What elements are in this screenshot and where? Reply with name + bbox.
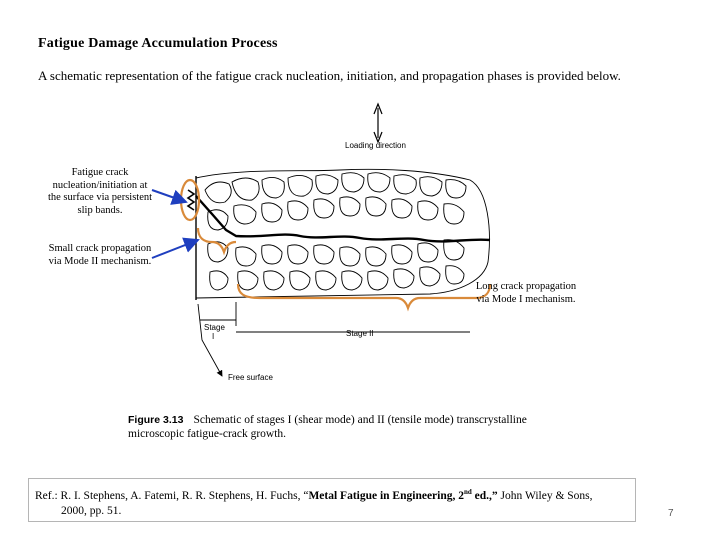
small-crack-arrow bbox=[151, 237, 200, 259]
stage-1-label: Stage I bbox=[204, 323, 227, 341]
figure-number: Figure 3.13 bbox=[128, 414, 184, 426]
reference-book-title: Metal Fatigue in Engineering, 2nd ed.,” bbox=[308, 488, 498, 502]
reference-prefix: Ref.: R. I. Stephens, A. Fatemi, R. R. S… bbox=[35, 489, 309, 502]
nucleation-callout: Fatigue crack nucleation/initiation at t… bbox=[47, 167, 153, 216]
slip-band-zigzag bbox=[186, 189, 196, 211]
grain-structure bbox=[195, 168, 490, 299]
page-number: 7 bbox=[668, 508, 674, 519]
free-surface-label: Free surface bbox=[228, 373, 273, 382]
small-crack-bracket bbox=[196, 227, 237, 256]
reference-year-pages: 2000, pp. 51. bbox=[61, 504, 122, 517]
figure-caption-text: Schematic of stages I (shear mode) and I… bbox=[128, 414, 527, 440]
stage-2-label: Stage II bbox=[346, 329, 374, 338]
reference-box: Ref.: R. I. Stephens, A. Fatemi, R. R. S… bbox=[28, 478, 636, 522]
crack-path bbox=[195, 195, 491, 243]
loading-direction-label: Loading direction bbox=[345, 141, 406, 150]
reference-publisher: John Wiley & Sons, bbox=[497, 489, 593, 502]
nucleation-arrow bbox=[151, 189, 188, 205]
free-surface-leader bbox=[197, 303, 223, 377]
small-crack-callout: Small crack propagation via Mode II mech… bbox=[48, 243, 152, 267]
long-crack-bracket bbox=[236, 283, 492, 312]
loading-direction-arrow bbox=[373, 102, 383, 144]
slide-title: Fatigue Damage Accumulation Process bbox=[38, 36, 278, 51]
intro-text: A schematic representation of the fatigu… bbox=[38, 68, 621, 83]
long-crack-callout: Long crack propagation via Mode I mechan… bbox=[475, 281, 577, 305]
